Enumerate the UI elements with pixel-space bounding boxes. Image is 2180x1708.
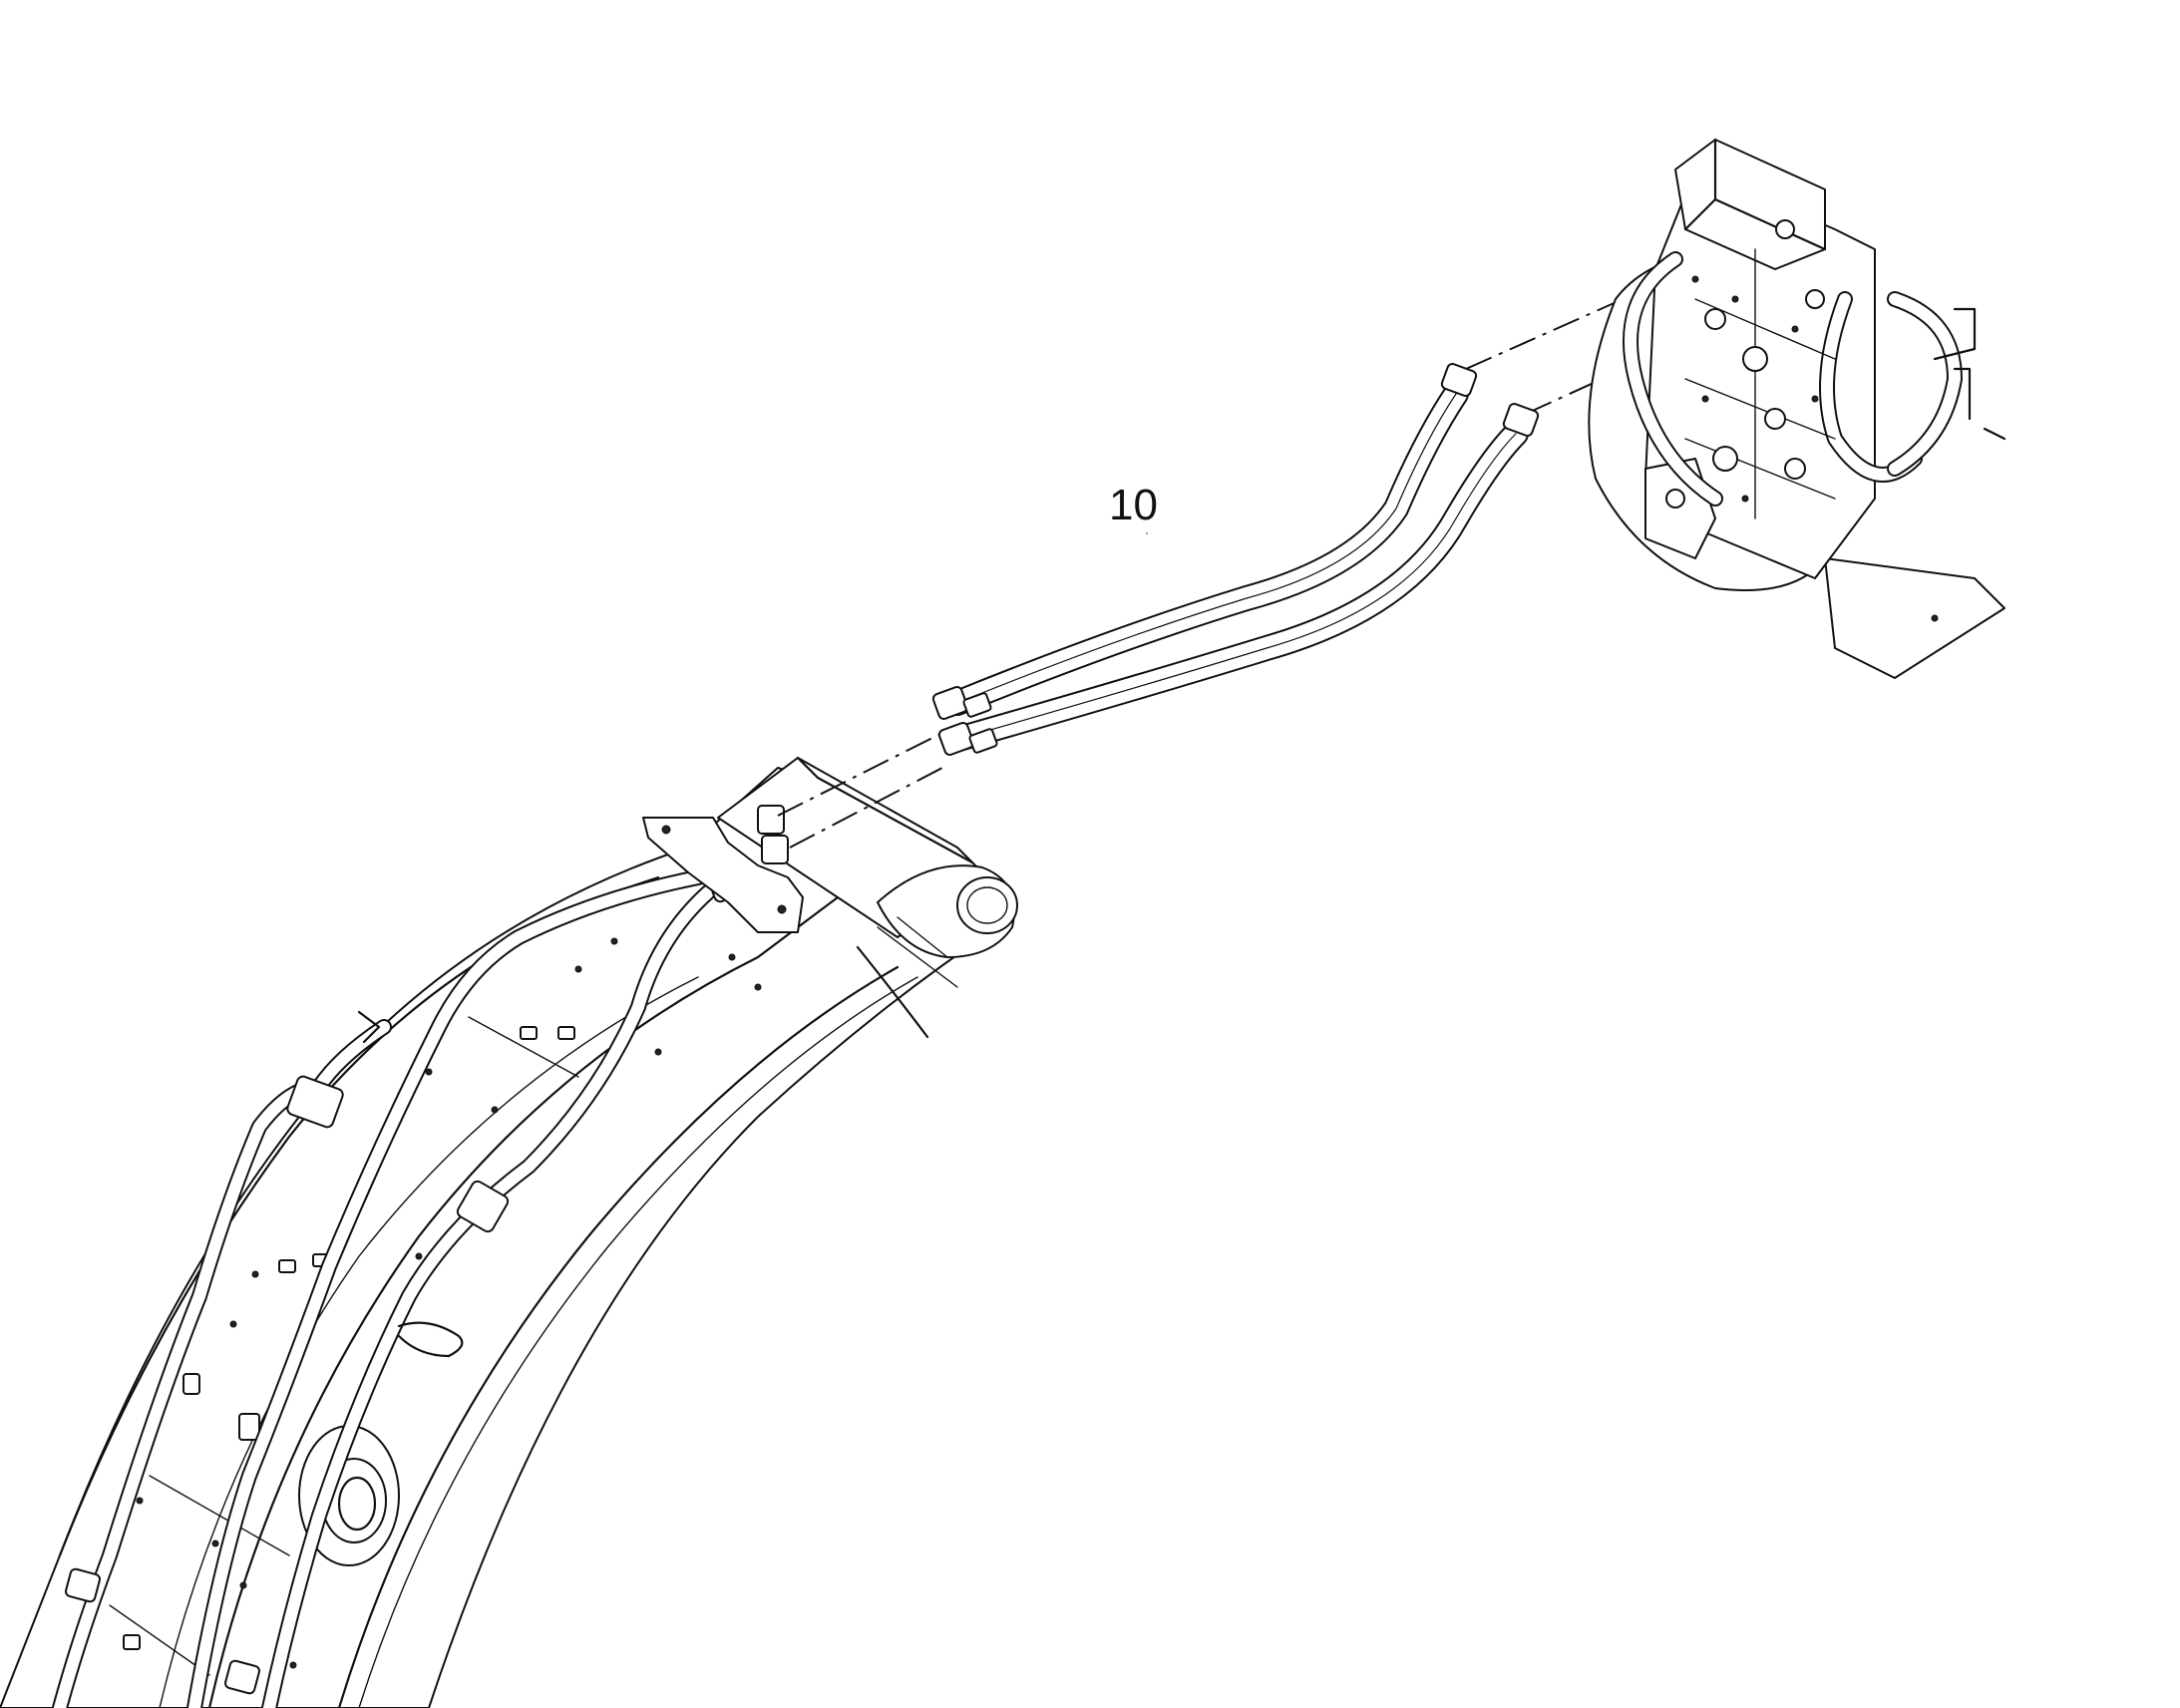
boom-holes [123, 937, 762, 1669]
boom-arm [0, 756, 1018, 1708]
valve-ports [1665, 219, 1939, 622]
control-valve [1588, 138, 2006, 679]
hose-assembly [931, 363, 1540, 756]
boom-pipes [52, 805, 804, 1708]
callout-label-hose-assembly: 10 [1109, 481, 1158, 529]
hose-end-fittings [931, 363, 1540, 756]
